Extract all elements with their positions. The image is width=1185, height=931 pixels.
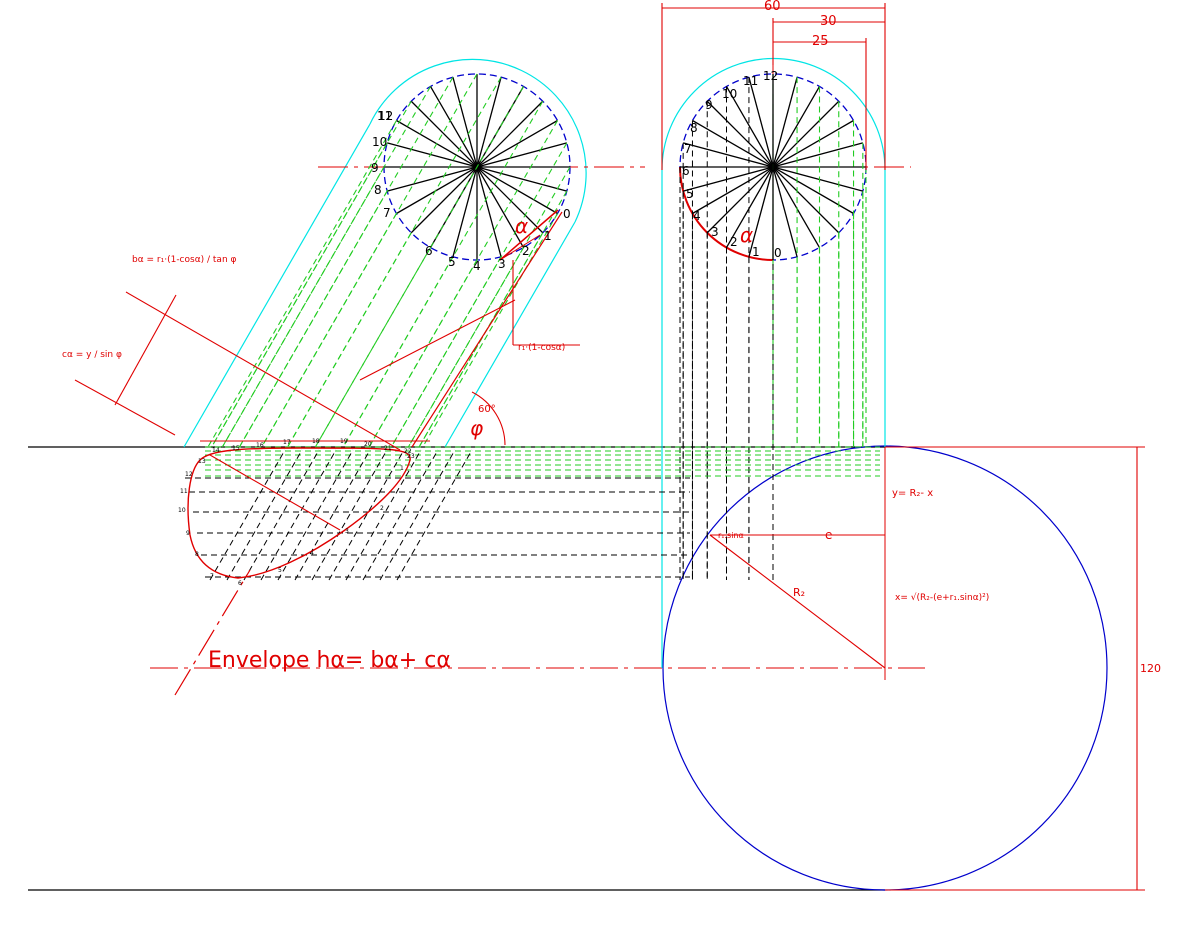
envelope-point-label: 10 <box>178 507 186 514</box>
side-point-label: 5 <box>686 187 694 201</box>
envelope-point-label: 22 <box>404 448 412 455</box>
envelope-point-label: 20 <box>364 441 372 448</box>
alpha-top: α <box>515 214 528 238</box>
side-point-label: 11 <box>743 74 758 88</box>
side-point-label: 2 <box>730 235 738 249</box>
envelope-dash-line <box>277 449 354 581</box>
top-point-label: 11 <box>377 109 392 123</box>
envelope-point-label: 1 <box>400 465 404 472</box>
incline-green-line <box>211 100 412 448</box>
envelope-title: Envelope hα= bα+ cα <box>208 648 451 673</box>
envelope-dash-line <box>362 449 439 581</box>
dim-30: 30 <box>820 14 837 29</box>
envelope-point-label: 6 <box>238 580 242 587</box>
formula-c-alpha: cα = y / sin φ <box>62 350 122 360</box>
top-point-label: 4 <box>473 259 481 273</box>
envelope-point-label: 14 <box>212 447 220 454</box>
envelope-point-label: 9 <box>186 530 190 537</box>
incline-green-line <box>422 213 559 448</box>
formula-b-alpha: bα = r₁·(1-cosα) / tan φ <box>132 255 237 265</box>
incline-green-line <box>368 120 559 448</box>
side-point-label: 10 <box>722 87 737 101</box>
envelope-axis <box>174 569 251 696</box>
incline-green-line <box>368 259 478 448</box>
top-point-label: 9 <box>371 161 379 175</box>
envelope-dash-line <box>226 449 303 581</box>
incline-green-line <box>207 120 397 448</box>
top-point-label: 8 <box>374 183 382 197</box>
formula-r1-cos: r₁·(1-cosα) <box>518 343 565 353</box>
incline-green-line <box>261 73 478 448</box>
top-point-label: 3 <box>498 257 506 271</box>
incline-green-line <box>238 76 454 448</box>
side-point-label: 1 <box>752 245 760 259</box>
top-dimensions <box>661 3 1145 891</box>
formula-y: y= R₂- x <box>892 488 933 499</box>
envelope-dash-line <box>328 449 405 581</box>
incline-green-line <box>407 247 524 448</box>
envelope-point-label: 12 <box>185 471 193 478</box>
incline-green-line <box>390 142 568 448</box>
envelope-point-label: 21 <box>384 445 392 452</box>
top-point-label: 1 <box>544 229 552 243</box>
envelope-point-label: 7 <box>210 573 214 580</box>
incline-green-line <box>407 166 571 448</box>
envelope-point-label: 16 <box>256 442 264 449</box>
envelope-curve <box>187 447 411 579</box>
side-view-cylinder <box>661 57 911 668</box>
envelope-point-label: 23 <box>407 453 415 460</box>
envelope-dash-line <box>396 449 473 581</box>
formula-x: x= √(R₂-(e+r₁.sinα)²) <box>895 592 989 603</box>
side-point-label: 4 <box>693 209 701 223</box>
side-point-label: 0 <box>774 246 782 260</box>
incline-green-line <box>314 86 524 448</box>
envelope-dash-line <box>209 449 286 581</box>
envelope-dash-line <box>294 449 371 581</box>
envelope-dash-line <box>379 449 456 581</box>
top-point-label: 0 <box>563 207 571 221</box>
side-point-label: 12 <box>763 69 778 83</box>
dim-60: 60 <box>764 0 781 14</box>
envelope-dash-line <box>243 449 320 581</box>
side-point-label: 6 <box>682 164 690 178</box>
envelope-point-label: 15 <box>232 445 240 452</box>
side-point-label: 7 <box>684 142 692 156</box>
dimension-c-alpha <box>74 260 580 531</box>
envelope-point-label: 5 <box>278 567 282 574</box>
incline-green-line <box>221 86 431 448</box>
dim-120: 120 <box>1140 662 1161 675</box>
envelope-point-label: 2 <box>380 505 384 512</box>
envelope-point-label: 8 <box>195 551 199 558</box>
envelope-point-label: 19 <box>340 438 348 445</box>
side-point-label: 9 <box>705 98 713 112</box>
envelope-point-label: 18 <box>312 438 320 445</box>
top-point-label: 5 <box>448 255 456 269</box>
alpha-side: α <box>740 223 753 247</box>
envelope-point-label: 3 <box>345 528 349 535</box>
incline-green-line <box>342 100 544 448</box>
label-R2: R₂ <box>793 586 805 599</box>
envelope-dash-line <box>260 449 337 581</box>
top-point-label: 10 <box>372 135 387 149</box>
top-point-label: 12 <box>378 109 393 123</box>
envelope-dash-line <box>311 449 388 581</box>
side-point-label: 3 <box>711 225 719 239</box>
label-e: e <box>825 528 832 542</box>
top-point-label: 6 <box>425 244 433 258</box>
envelope-point-label: 17 <box>283 439 291 446</box>
incline-green-line <box>287 76 502 448</box>
angle-phi: φ <box>470 416 483 440</box>
dim-25: 25 <box>812 34 829 49</box>
top-point-label: 7 <box>383 206 391 220</box>
envelope-point-label: 13 <box>198 458 206 465</box>
angle-60: 60° <box>478 404 496 415</box>
inclined-cylinder <box>183 58 645 448</box>
envelope-point-label: 11 <box>180 488 188 495</box>
formula-r1-sin: r₁.sinα <box>718 531 744 540</box>
envelope-point-label: 4 <box>310 550 314 557</box>
envelope-dash-line <box>345 449 422 581</box>
side-point-label: 8 <box>690 121 698 135</box>
top-point-label: 2 <box>522 244 530 258</box>
